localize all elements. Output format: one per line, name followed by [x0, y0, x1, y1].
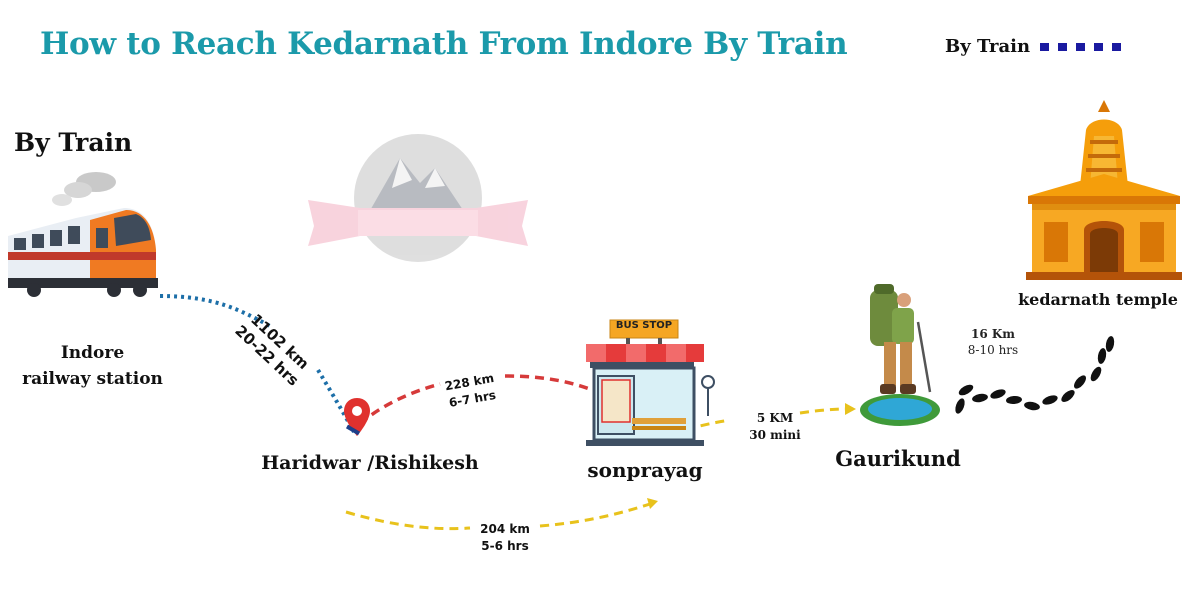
legend-train-line — [1040, 43, 1121, 51]
route-haridwar-sonprayag-alt — [345, 510, 471, 531]
trek-label: 16 Km 8-10 hrs — [956, 326, 1030, 358]
route-gaurikund-arrowhead — [845, 403, 856, 415]
origin-label-line1: Indore — [60, 343, 125, 363]
alt-route-time: 5-6 hrs — [481, 539, 529, 553]
gaurikund-route-label: 5 KM 30 mini — [740, 410, 810, 444]
legend-label: By Train — [945, 36, 1031, 57]
route-haridwar-sonprayag-end — [504, 374, 603, 396]
section-heading: By Train — [14, 128, 133, 157]
bus-stop-icon — [586, 319, 715, 446]
bus-stop-sign: BUS STOP — [615, 320, 673, 331]
trek-distance: 16 Km — [970, 327, 1015, 341]
gaurikund-route-distance: 5 KM — [756, 411, 794, 425]
temple-label: kedarnath temple — [1018, 290, 1178, 309]
train-icon — [8, 172, 158, 297]
map-pin-icon — [344, 398, 370, 436]
haridwar-label: Haridwar /Rishikesh — [261, 452, 479, 474]
trek-time: 8-10 hrs — [967, 343, 1019, 357]
gaurikund-label: Gaurikund — [835, 446, 961, 471]
sonprayag-label: sonprayag — [587, 458, 703, 482]
hiker-icon — [860, 284, 940, 426]
alt-route-label: 204 km 5-6 hrs — [470, 521, 540, 555]
alt-route-distance: 204 km — [480, 522, 530, 536]
origin-label: Indore railway station — [0, 340, 185, 392]
route-alt-arrowhead — [647, 498, 658, 509]
route-haridwar-sonprayag-alt-end — [539, 502, 651, 528]
watermark-logo — [308, 134, 528, 262]
gaurikund-route-time: 30 mini — [749, 428, 801, 442]
footprints-icon — [955, 336, 1115, 414]
origin-label-line2: railway station — [22, 369, 163, 389]
train-route-line — [159, 294, 271, 328]
route-sonprayag-gaurikund-end — [799, 407, 849, 415]
page-title: How to Reach Kedarnath From Indore By Tr… — [40, 26, 848, 62]
temple-icon — [1026, 100, 1182, 280]
route-haridwar-sonprayag — [358, 382, 441, 426]
